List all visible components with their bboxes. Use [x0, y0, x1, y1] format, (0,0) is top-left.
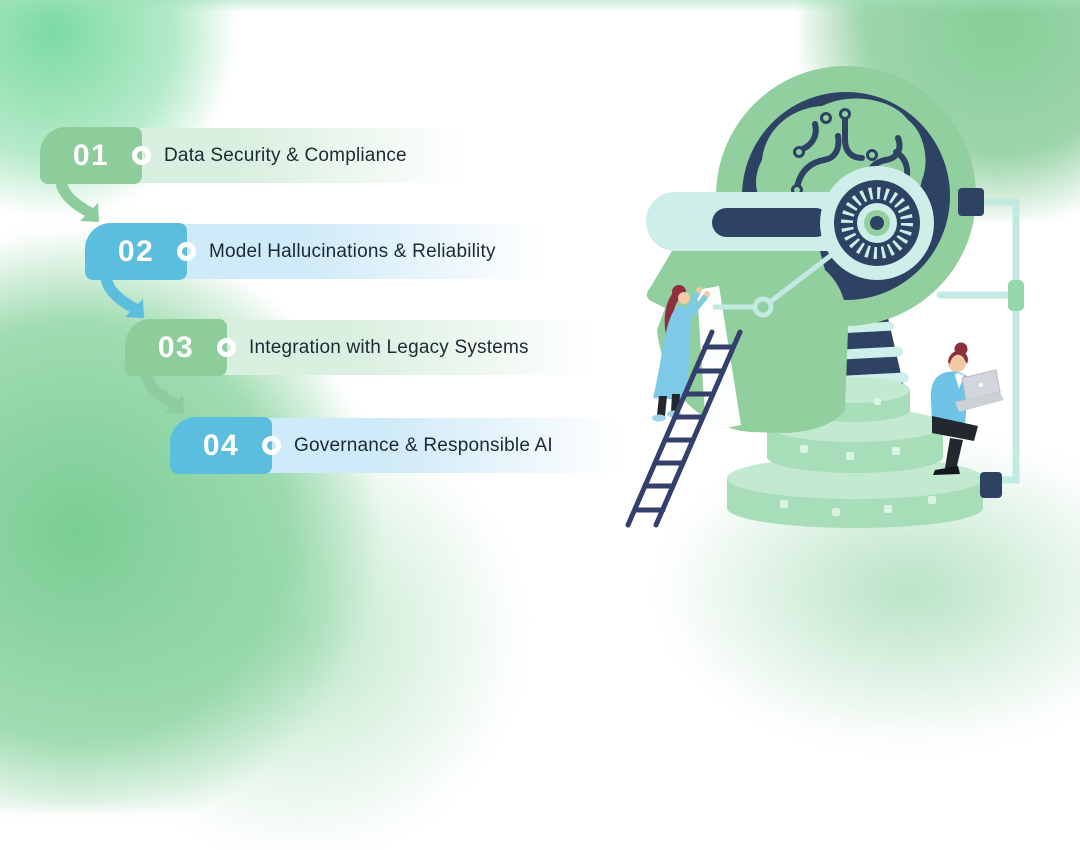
arrow-down-right-icon	[55, 182, 99, 222]
challenge-item: 03 Integration with Legacy Systems	[125, 319, 611, 414]
ladder	[625, 329, 743, 528]
laptop	[955, 369, 1004, 412]
wire-frame	[936, 198, 1024, 484]
item-number-tab: 04	[170, 417, 272, 474]
item-number: 04	[202, 428, 240, 462]
item-number-tab: 02	[85, 223, 187, 280]
item-label: Data Security & Compliance	[164, 144, 407, 166]
shoe	[933, 466, 960, 475]
item-number: 02	[117, 234, 155, 268]
item-label: Model Hallucinations & Reliability	[209, 240, 496, 262]
jaw-circuit	[713, 248, 840, 318]
challenge-item: 02 Model Hallucinations & Reliability	[85, 223, 561, 318]
bullet-dot-icon	[177, 242, 196, 261]
item-label: Governance & Responsible AI	[294, 434, 553, 456]
legs	[932, 416, 978, 441]
item-number: 01	[72, 138, 110, 172]
robot-head	[646, 66, 984, 433]
arrow-down-right-icon	[140, 374, 184, 414]
visor	[646, 192, 880, 251]
face	[678, 292, 690, 304]
shoe	[652, 414, 666, 422]
challenge-list: 01 Data Security & Compliance 02 Model H…	[40, 127, 640, 474]
arrow-down-right-icon	[100, 278, 144, 318]
face	[948, 354, 966, 372]
item-label: Integration with Legacy Systems	[249, 336, 529, 358]
eye-lens-icon	[820, 166, 934, 280]
robot-head-illustration	[625, 66, 1024, 528]
item-number-tab: 03	[125, 319, 227, 376]
visor-slot	[712, 208, 830, 237]
pedestal-plug	[980, 472, 1002, 498]
scientist-on-ladder	[652, 285, 710, 422]
lab-coat	[653, 305, 691, 400]
challenge-item: 04 Governance & Responsible AI	[170, 417, 640, 474]
bullet-dot-icon	[217, 338, 236, 357]
challenge-item: 01 Data Security & Compliance	[40, 127, 480, 222]
engineer-with-laptop	[930, 342, 1004, 475]
item-number: 03	[157, 330, 195, 364]
wire-node	[1008, 280, 1024, 311]
bullet-dot-icon	[262, 436, 281, 455]
head-connector	[958, 188, 984, 216]
item-number-tab: 01	[40, 127, 142, 184]
bullet-dot-icon	[132, 146, 151, 165]
